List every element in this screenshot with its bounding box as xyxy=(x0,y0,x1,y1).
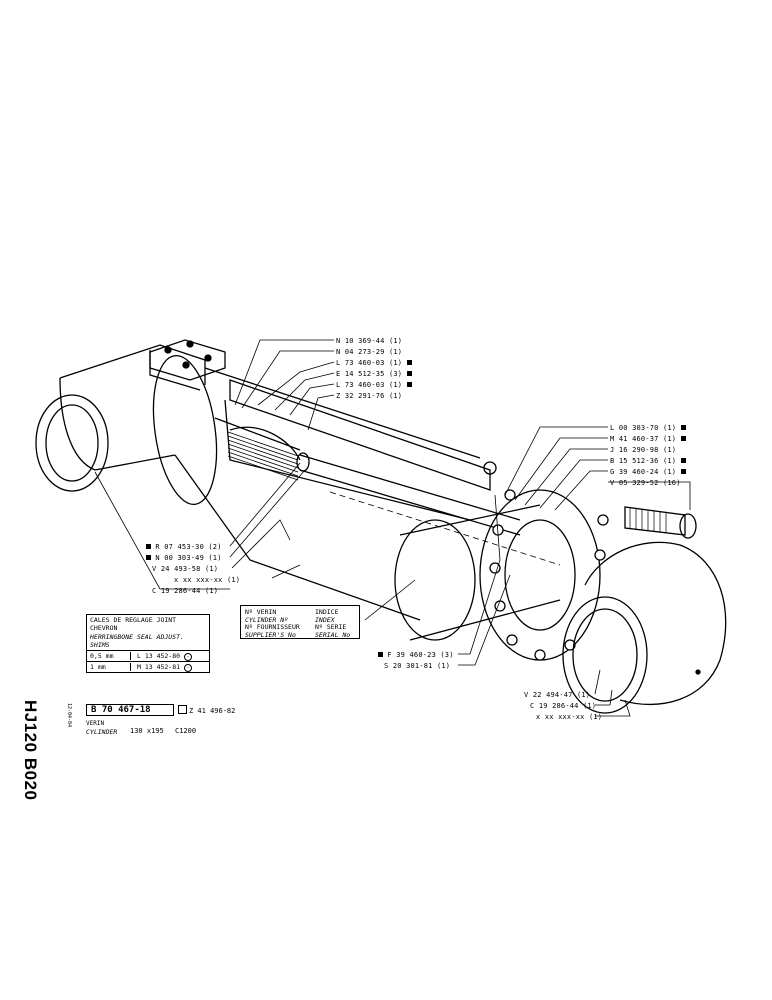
callout-right-4: B 15 512-36 (1) xyxy=(610,457,686,465)
marker-square-icon xyxy=(680,436,686,441)
callout-right-1: L 00 303-70 (1) xyxy=(610,424,686,432)
callout-right-6: V 05 329-52 (16) xyxy=(610,479,681,487)
shim-part: L 13 452-80 xyxy=(137,651,181,660)
barrel-top-edge xyxy=(204,367,481,459)
title-fr: VERIN xyxy=(86,720,105,727)
barrel-bottom-edge xyxy=(174,454,421,621)
shim-thickness: 0,5 mm xyxy=(90,652,114,660)
front-eye-bore xyxy=(562,596,648,714)
shim-mark-icon: - xyxy=(183,652,192,661)
callout-top-4: E 14 512-35 (3) xyxy=(336,370,412,378)
shim-thickness: 1 mm xyxy=(90,663,106,671)
id-plate-label: Nº VERIN xyxy=(245,608,277,616)
callout-left-2: N 00 303-49 (1) xyxy=(146,554,222,562)
id-plate: Nº VERIN CYLINDER Nº Nº FOURNISSEUR SUPP… xyxy=(240,605,360,639)
callout-left-5: C 19 286-44 (1) xyxy=(152,587,219,595)
callout-top-2: N 04 273-29 (1) xyxy=(336,348,403,356)
callout-middle-1: F 39 460-23 (3) xyxy=(378,651,454,659)
gland-cylinder xyxy=(394,519,476,641)
marker-square-icon xyxy=(406,360,412,365)
callout-left-4: x xx xxx-xx (1) xyxy=(174,576,241,584)
cylinder-dimensions: 130 x195 xyxy=(130,727,164,735)
callout-right-2: M 41 460-37 (1) xyxy=(610,435,686,443)
callout-top-5: L 73 460-03 (1) xyxy=(336,381,412,389)
id-plate-label: SUPPLIER'S No xyxy=(245,630,296,639)
shims-header-en: HERRINGBONE SEAL ADJUST. SHIMS xyxy=(90,633,184,649)
callout-left-3: V 24 493-58 (1) xyxy=(152,565,219,573)
callout-bottom-1: V 22 494-47 (1) xyxy=(524,691,591,699)
shims-row: 0,5 mm L 13 452-80 - xyxy=(87,650,209,661)
marker-square-icon xyxy=(680,458,686,463)
id-plate-label: INDEX xyxy=(315,615,335,624)
shims-header-fr: CALES DE REGLAGE JOINT CHEVRON xyxy=(90,616,177,632)
id-plate-label: CYLINDER Nº xyxy=(245,615,289,624)
callout-bottom-2: C 19 286-44 (1) xyxy=(530,702,597,710)
id-plate-label: INDICE xyxy=(315,608,339,616)
shim-part: M 13 452-81 xyxy=(137,662,181,671)
id-plate-label: Nº FOURNISSEUR xyxy=(245,623,300,631)
shims-row: 1 mm M 13 452-81 - xyxy=(87,661,209,672)
callout-bottom-3: x xx xxx-xx (1) xyxy=(536,713,603,721)
id-plate-label: SERIAL No xyxy=(315,630,351,639)
callout-right-5: G 39 460-24 (1) xyxy=(610,468,686,476)
marker-square-icon xyxy=(378,652,383,657)
rear-eye-top xyxy=(59,344,206,385)
checkbox-square-icon xyxy=(178,705,187,714)
alt-reference: Z 41 496-82 xyxy=(178,705,235,715)
callout-top-3: L 73 460-03 (1) xyxy=(336,359,412,367)
marker-square-icon xyxy=(406,382,412,387)
marker-square-icon xyxy=(406,371,412,376)
sheet-side-code: HJ120 B020 xyxy=(21,700,40,801)
rear-eye-bore xyxy=(35,394,109,492)
callout-top-1: N 10 369-44 (1) xyxy=(336,337,403,345)
shim-mark-icon: - xyxy=(183,663,192,672)
callout-right-3: J 16 290-98 (1) xyxy=(610,446,677,454)
id-plate-label: Nº SERIE xyxy=(315,623,347,631)
flange-screw xyxy=(624,506,686,536)
callout-middle-2: S 20 301-81 (1) xyxy=(384,662,451,670)
barrel-end xyxy=(152,354,218,506)
marker-square-icon xyxy=(680,425,686,430)
front-eye-housing xyxy=(584,541,727,706)
marker-square-icon xyxy=(680,469,686,474)
head-flange xyxy=(479,489,601,661)
shims-table: CALES DE REGLAGE JOINT CHEVRON HERRINGBO… xyxy=(86,614,210,673)
sheet-side-date: 12-04-84 xyxy=(66,703,72,728)
marker-square-icon xyxy=(146,555,151,560)
part-number: B 70 467-18 xyxy=(86,704,174,716)
cylinder-stroke: C1200 xyxy=(175,727,197,735)
mounting-pad xyxy=(149,339,226,381)
callout-left-1: R 07 453-30 (2) xyxy=(146,543,222,551)
callout-top-6: Z 32 291-76 (1) xyxy=(336,392,403,400)
marker-square-icon xyxy=(146,544,151,549)
title-en: CYLINDER xyxy=(86,728,118,736)
